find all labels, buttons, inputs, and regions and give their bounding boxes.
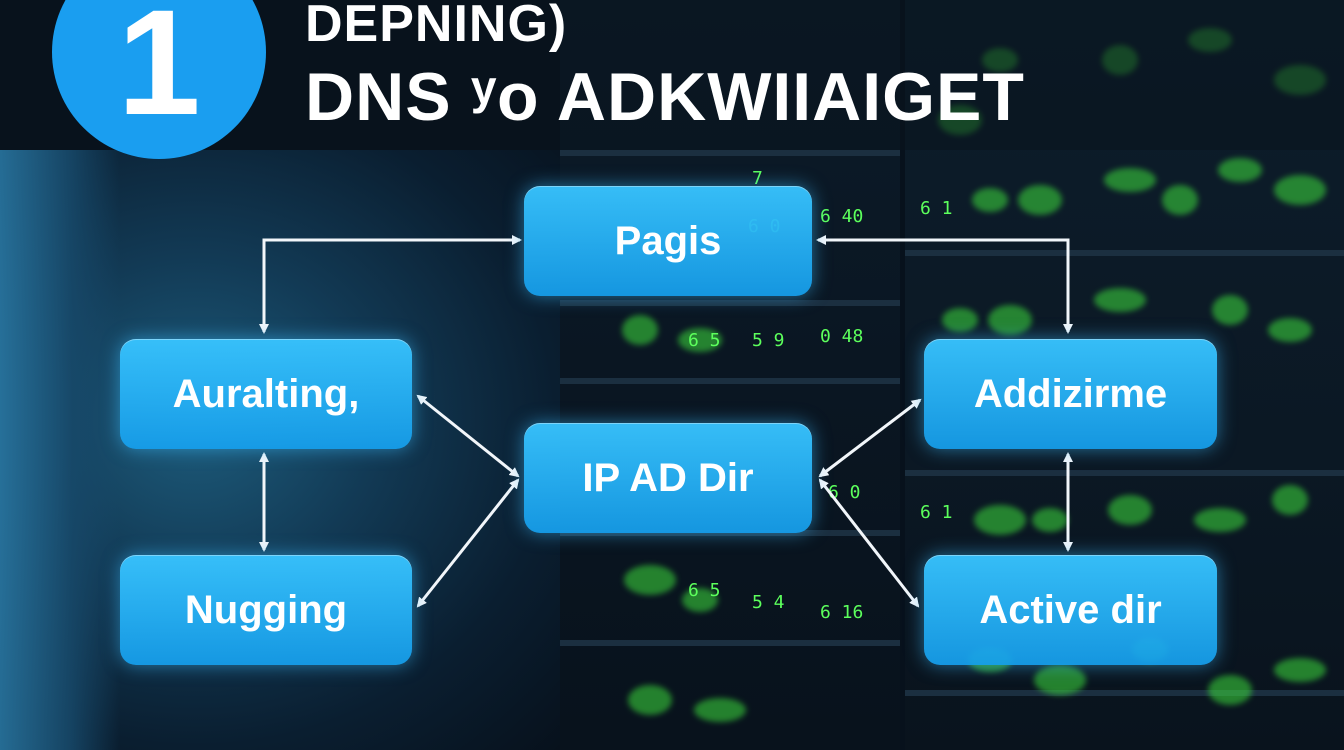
rack-readout: 6 1 — [920, 198, 953, 219]
led-blob — [1034, 665, 1086, 695]
step-number: 1 — [117, 0, 201, 146]
title-line-1: DEPNING) — [305, 0, 568, 53]
arrow-center-active — [818, 478, 920, 608]
rack-readout: 6 5 — [688, 330, 721, 351]
led-blob — [622, 315, 658, 345]
node-active-dir: Active dir — [924, 555, 1217, 665]
node-pagis: Pagis — [524, 186, 812, 296]
led-blob — [1212, 295, 1248, 325]
arrow-pagis-auralting — [259, 235, 522, 334]
led-blob — [1104, 168, 1156, 192]
led-blob — [628, 685, 672, 715]
rack-readout: 5 4 — [752, 592, 785, 613]
led-blob — [1268, 318, 1312, 342]
step-badge: 1 — [52, 0, 266, 159]
led-blob — [694, 698, 746, 722]
node-addizirme: Addizirme — [924, 339, 1217, 449]
led-blob — [624, 565, 676, 595]
arrow-pagis-addizirme — [816, 235, 1073, 334]
led-blob — [1162, 185, 1198, 215]
rack-readout: 6 1 — [920, 502, 953, 523]
led-blob — [1032, 508, 1068, 532]
title-line-2: DNS ʸo ADKWIIAIGET — [305, 59, 1025, 135]
led-blob — [1274, 175, 1326, 205]
led-blob — [1208, 675, 1252, 705]
led-blob — [1274, 658, 1326, 682]
header-band: 1 DEPNING) DNS ʸo ADKWIIAIGET — [0, 0, 1344, 159]
led-blob — [1272, 485, 1308, 515]
led-blob — [1108, 495, 1152, 525]
led-blob — [1094, 288, 1146, 312]
led-blob — [1218, 158, 1262, 182]
node-auralting: Auralting, — [120, 339, 412, 449]
rack-readout: 7 — [752, 168, 763, 189]
led-blob — [972, 188, 1008, 212]
led-blob — [678, 328, 722, 352]
node-nugging: Nugging — [120, 555, 412, 665]
rack-readout: 5 9 — [752, 330, 785, 351]
led-blob — [974, 505, 1026, 535]
arrow-center-auralting — [416, 394, 520, 478]
led-blob — [682, 588, 718, 612]
rack-readout: 6 40 — [820, 206, 863, 227]
led-blob — [1194, 508, 1246, 532]
blue-light-edge — [0, 150, 120, 750]
arrow-center-nugging — [416, 478, 520, 608]
led-blob — [1018, 185, 1062, 215]
node-ip-ad-dir: IP AD Dir — [524, 423, 812, 533]
rack-readout: 6 5 — [688, 580, 721, 601]
arrow-center-addizirme — [818, 398, 922, 478]
